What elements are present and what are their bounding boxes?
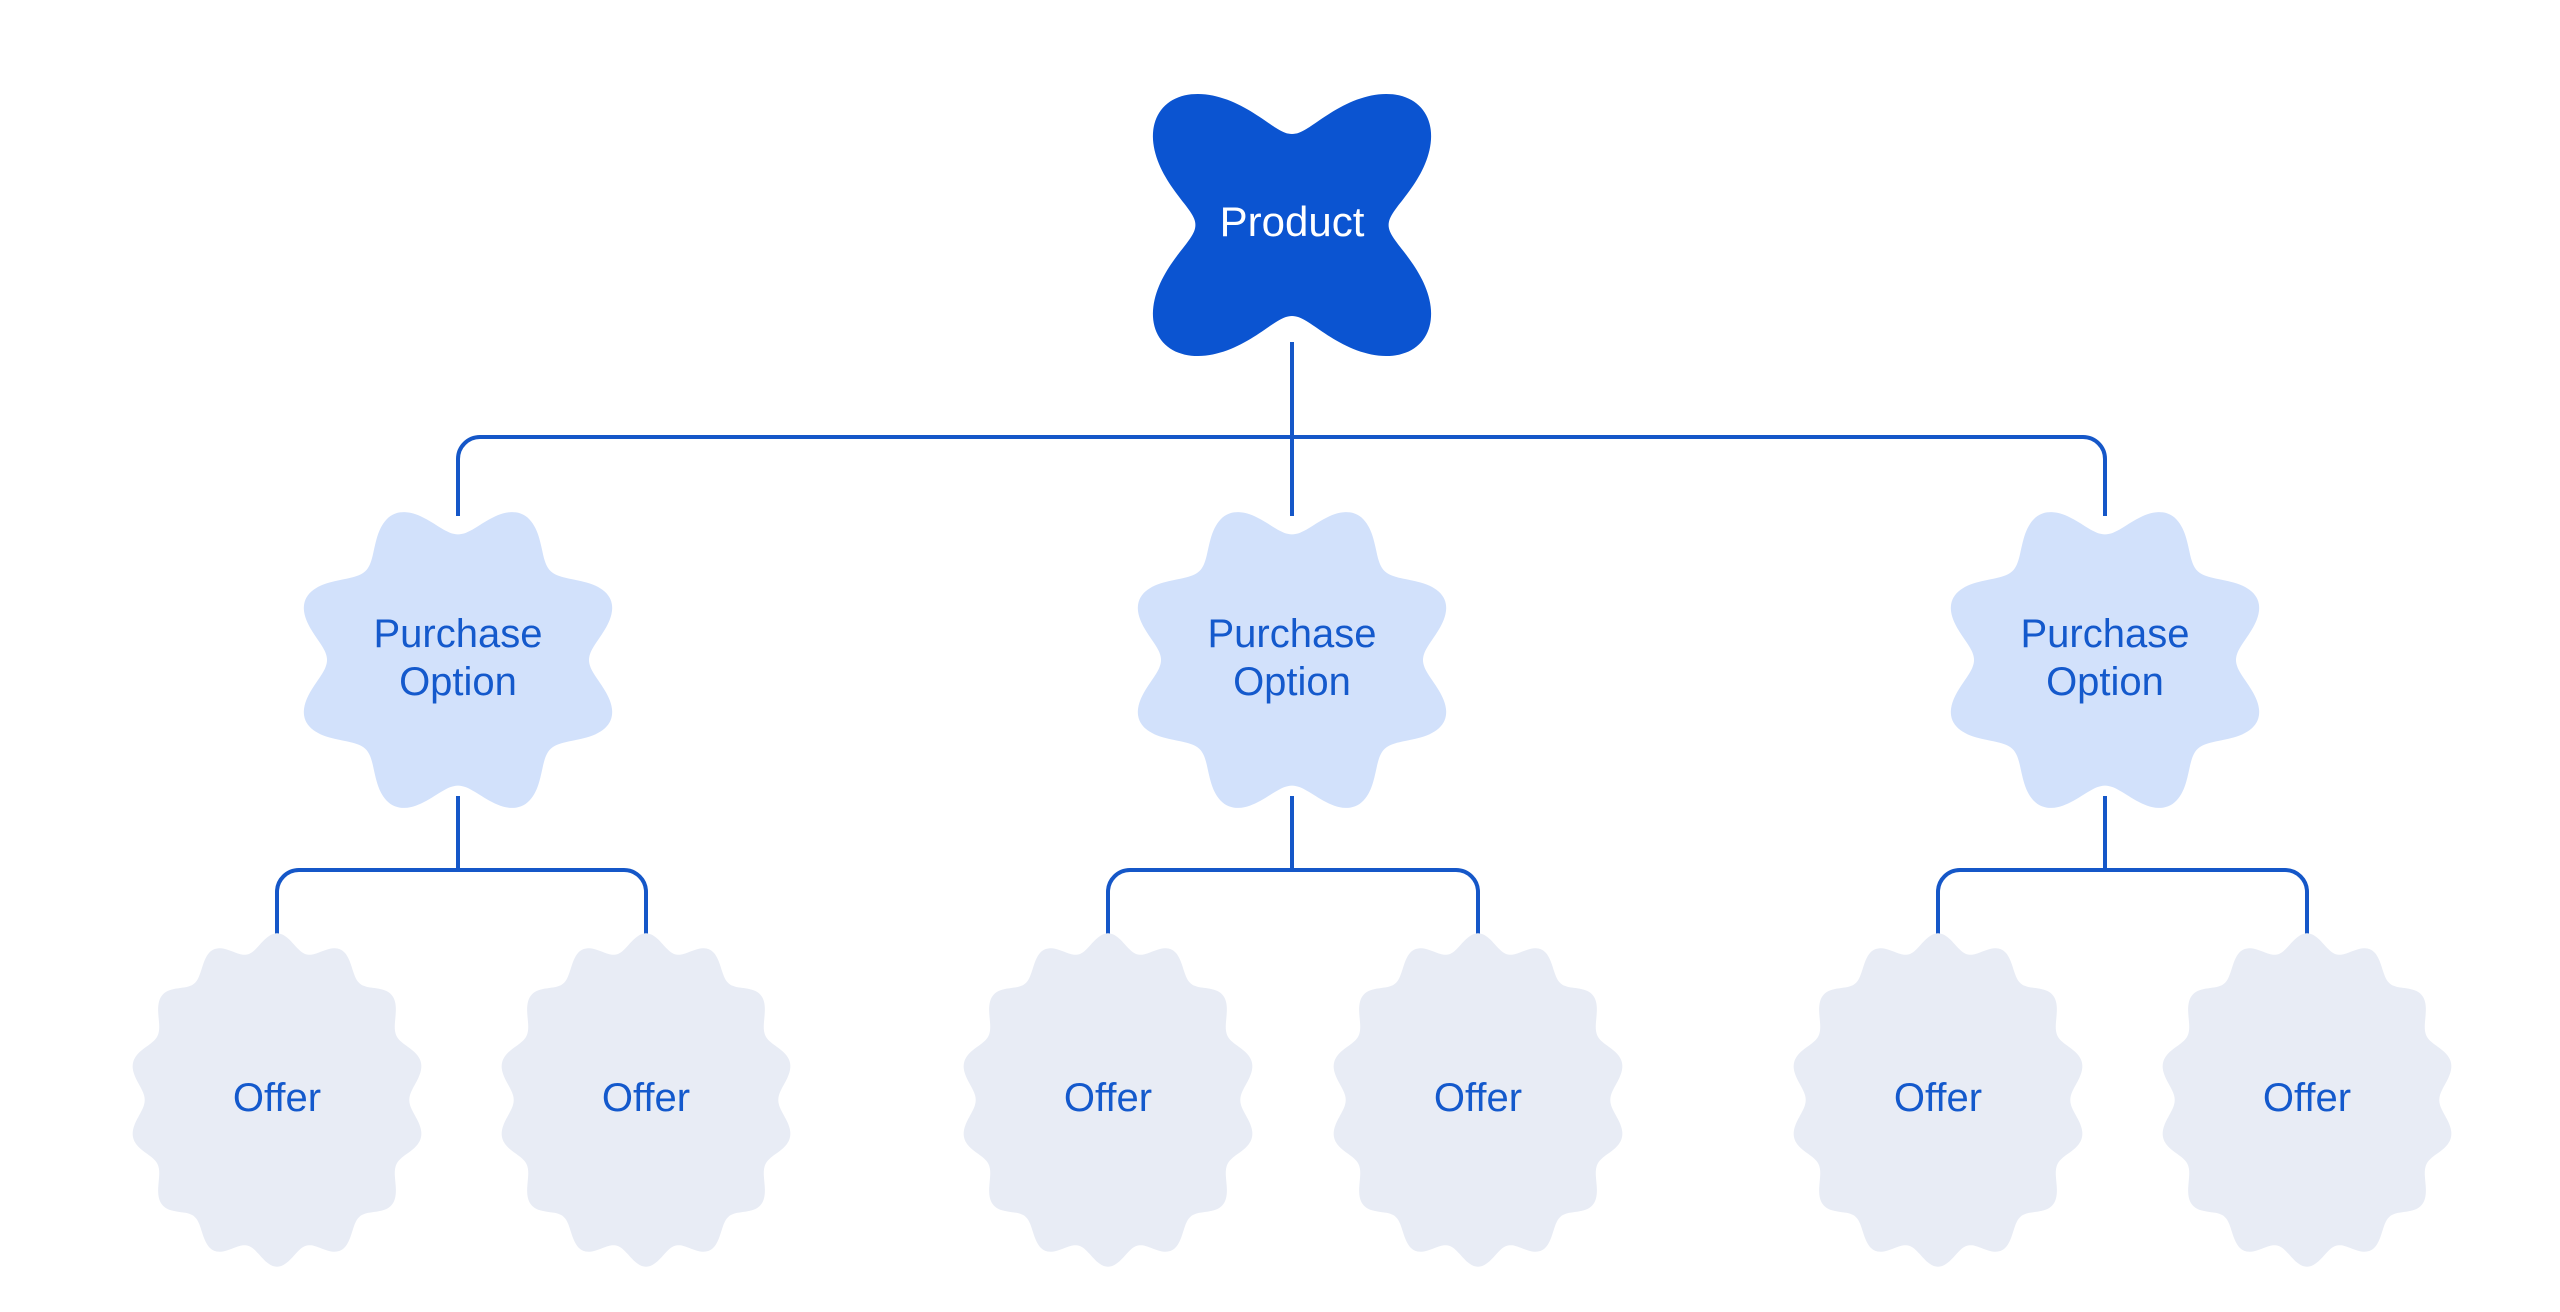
scallop-8-lobe-shape[interactable] — [1137, 512, 1447, 808]
connector-edge-po2-bus — [1106, 796, 1480, 950]
scallop-14-lobe-shape[interactable] — [1793, 933, 2083, 1267]
connector-edge-product-bus — [456, 342, 2107, 516]
connector-segment — [275, 868, 458, 950]
node-offer-5[interactable]: Offer — [1793, 933, 2083, 1267]
blob-4-lobe-shape[interactable] — [1152, 93, 1432, 357]
node-offer-6[interactable]: Offer — [2162, 933, 2452, 1267]
connector-segment — [458, 868, 648, 950]
node-product[interactable]: Product — [1152, 93, 1432, 357]
scallop-14-lobe-shape[interactable] — [2162, 933, 2452, 1267]
node-offer-1[interactable]: Offer — [132, 933, 422, 1267]
connector-segment — [1292, 868, 1480, 950]
connector-layer — [275, 342, 2309, 950]
connector-segment — [456, 435, 1292, 516]
scallop-14-lobe-shape[interactable] — [1333, 933, 1623, 1267]
connector-segment — [1292, 435, 2107, 516]
node-offer-4[interactable]: Offer — [1333, 933, 1623, 1267]
node-offer-2[interactable]: Offer — [501, 933, 791, 1267]
scallop-8-lobe-shape[interactable] — [303, 512, 613, 808]
connector-segment — [1936, 868, 2105, 950]
connector-edge-po3-bus — [1936, 796, 2309, 950]
scallop-14-lobe-shape[interactable] — [963, 933, 1253, 1267]
connector-segment — [2105, 868, 2309, 950]
connector-segment — [1106, 868, 1292, 950]
scallop-8-lobe-shape[interactable] — [1950, 512, 2260, 808]
connector-edge-po1-bus — [275, 796, 648, 950]
node-offer-3[interactable]: Offer — [963, 933, 1253, 1267]
scallop-14-lobe-shape[interactable] — [501, 933, 791, 1267]
scallop-14-lobe-shape[interactable] — [132, 933, 422, 1267]
